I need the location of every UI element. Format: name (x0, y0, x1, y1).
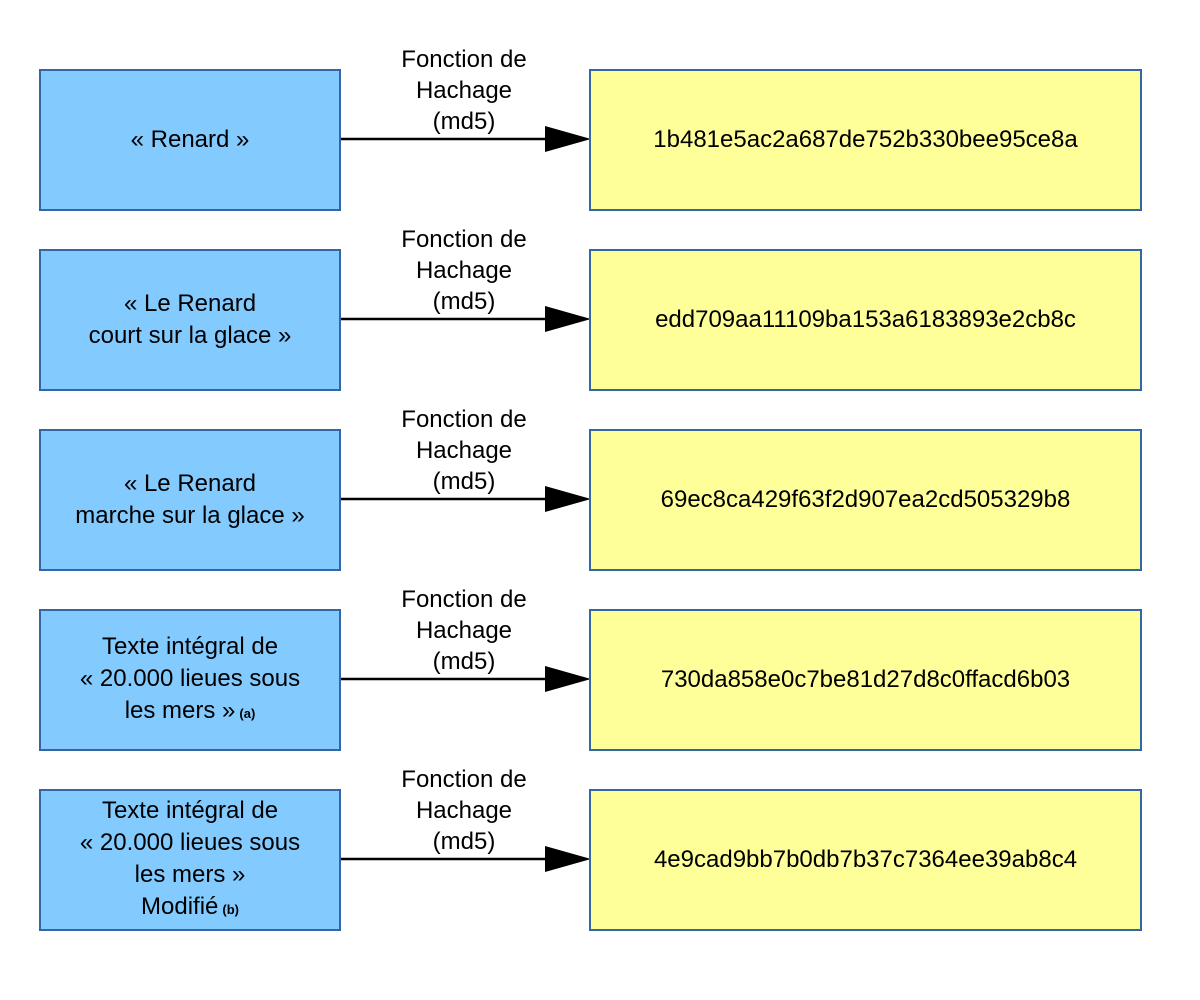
arrow-icon (341, 306, 591, 332)
hash-row-3: « Le Renard marche sur la glace » Foncti… (0, 406, 1200, 571)
hash-value: 4e9cad9bb7b0db7b37c7364ee39ab8c4 (653, 846, 1078, 873)
function-label-1: Fonction de Hachage (md5) (370, 44, 558, 137)
function-label-line: Hachage (415, 77, 513, 104)
input-box-5: Texte intégral de « 20.000 lieues sous l… (39, 789, 341, 931)
hash-box-4: 730da858e0c7be81d27d8c0ffacd6b03 (589, 609, 1142, 751)
hash-value: 1b481e5ac2a687de752b330bee95ce8a (653, 126, 1078, 153)
function-label-line: (md5) (432, 828, 496, 855)
input-line: « 20.000 lieues sous (79, 664, 301, 692)
input-line: marche sur la glace » (75, 502, 305, 529)
hash-row-5: Texte intégral de « 20.000 lieues sous l… (0, 766, 1200, 931)
input-line: « Renard » (130, 126, 250, 153)
hash-value: 69ec8ca429f63f2d907ea2cd505329b8 (660, 486, 1071, 513)
function-label-line: (md5) (432, 288, 496, 315)
function-label-3: Fonction de Hachage (md5) (370, 404, 558, 497)
function-label-line: Hachage (415, 437, 513, 464)
arrow-icon (341, 126, 591, 152)
function-label-line: Hachage (415, 257, 513, 284)
hash-box-2: edd709aa11109ba153a6183893e2cb8c (589, 249, 1142, 391)
hash-row-1: « Renard » Fonction de Hachage (md5) 1b4… (0, 46, 1200, 211)
input-line: court sur la glace » (88, 322, 292, 349)
input-line-with-note: Modifié(b) (80, 891, 300, 926)
function-label-line: Fonction de (401, 406, 527, 433)
function-label-line: Fonction de (401, 766, 527, 793)
function-label-line: (md5) (432, 648, 496, 675)
input-line: « Le Renard (123, 470, 257, 497)
input-text-1: « Renard » (131, 124, 250, 156)
input-line: les mers » (134, 860, 246, 888)
input-text-2: « Le Renard court sur la glace » (89, 288, 292, 352)
arrow-icon (341, 486, 591, 512)
input-text-3: « Le Renard marche sur la glace » (75, 468, 304, 532)
footnote-marker: (a) (239, 705, 256, 721)
function-label-line: Fonction de (401, 226, 527, 253)
input-box-1: « Renard » (39, 69, 341, 211)
hash-box-3: 69ec8ca429f63f2d907ea2cd505329b8 (589, 429, 1142, 571)
function-label-2: Fonction de Hachage (md5) (370, 224, 558, 317)
hash-row-4: Texte intégral de « 20.000 lieues sous l… (0, 586, 1200, 751)
function-label-line: (md5) (432, 468, 496, 495)
input-line: les mers » (124, 696, 236, 724)
input-text-5: Texte intégral de « 20.000 lieues sous l… (80, 795, 300, 926)
function-label-4: Fonction de Hachage (md5) (370, 584, 558, 677)
function-label-line: Hachage (415, 617, 513, 644)
input-text-4: Texte intégral de « 20.000 lieues sous l… (80, 631, 300, 730)
function-label-line: Fonction de (401, 46, 527, 73)
function-label-line: Fonction de (401, 586, 527, 613)
hash-box-5: 4e9cad9bb7b0db7b37c7364ee39ab8c4 (589, 789, 1142, 931)
function-label-line: (md5) (432, 108, 496, 135)
input-line: « Le Renard (123, 290, 257, 317)
input-line: Texte intégral de (101, 796, 279, 824)
footnote-marker: (b) (222, 901, 239, 917)
arrow-icon (341, 666, 591, 692)
input-line: « 20.000 lieues sous (79, 828, 301, 856)
input-line: Texte intégral de (101, 632, 279, 660)
input-box-2: « Le Renard court sur la glace » (39, 249, 341, 391)
hash-value: 730da858e0c7be81d27d8c0ffacd6b03 (660, 666, 1071, 693)
function-label-line: Hachage (415, 797, 513, 824)
input-box-3: « Le Renard marche sur la glace » (39, 429, 341, 571)
hash-box-1: 1b481e5ac2a687de752b330bee95ce8a (589, 69, 1142, 211)
arrow-icon (341, 846, 591, 872)
hash-value: edd709aa11109ba153a6183893e2cb8c (655, 306, 1076, 333)
hash-row-2: « Le Renard court sur la glace » Fonctio… (0, 226, 1200, 391)
input-line: Modifié (141, 892, 219, 920)
input-line-with-note: les mers »(a) (80, 695, 300, 730)
input-box-4: Texte intégral de « 20.000 lieues sous l… (39, 609, 341, 751)
function-label-5: Fonction de Hachage (md5) (370, 764, 558, 857)
